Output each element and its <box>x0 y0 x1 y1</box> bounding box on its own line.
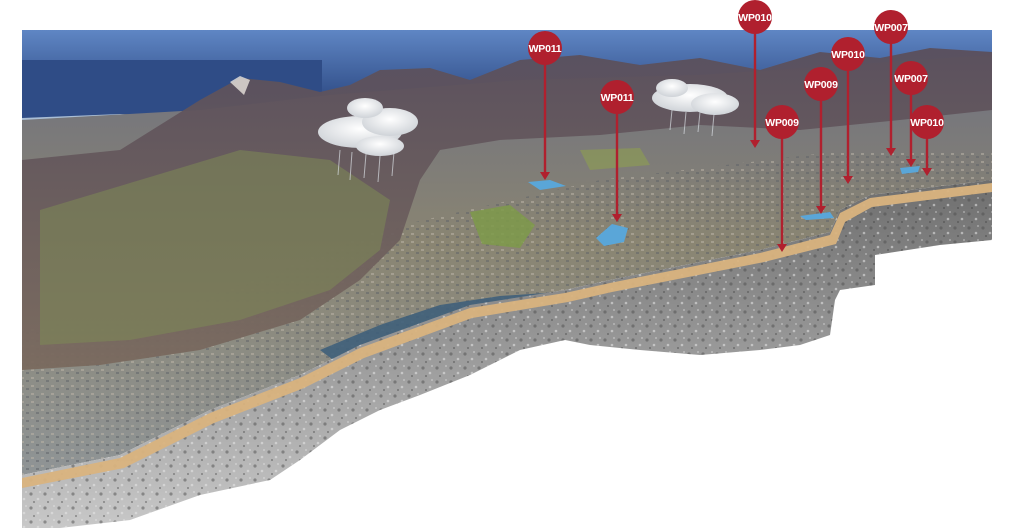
marker-label: WP009 <box>765 117 799 129</box>
waypoint-marker: WP011 <box>600 80 634 222</box>
marker-label: WP010 <box>738 12 772 24</box>
marker-pin-head <box>528 31 562 65</box>
marker-arrowhead <box>777 244 787 252</box>
waypoint-marker: WP010 <box>910 105 944 176</box>
marker-arrowhead <box>843 176 853 184</box>
waypoint-marker: WP009 <box>765 105 799 252</box>
sand-soil-layer <box>22 183 992 488</box>
marker-pin-head <box>874 10 908 44</box>
marker-pin-head <box>765 105 799 139</box>
marker-pin-head <box>804 67 838 101</box>
water-body <box>900 166 920 174</box>
marker-label: WP007 <box>874 22 908 34</box>
green-field <box>470 205 535 248</box>
marker-arrowhead <box>816 206 826 214</box>
waypoint-marker: WP007 <box>894 61 928 167</box>
marker-label: WP007 <box>894 73 928 85</box>
marker-arrowhead <box>922 168 932 176</box>
marker-pin-head <box>600 80 634 114</box>
marker-label: WP011 <box>529 43 562 55</box>
marker-arrowhead <box>750 140 760 148</box>
marker-label: WP011 <box>601 92 634 104</box>
water-body <box>800 212 834 220</box>
rock-texture <box>22 180 992 528</box>
waypoint-marker: WP010 <box>831 37 865 184</box>
waypoint-marker: WP010 <box>738 0 772 148</box>
marker-arrowhead <box>906 159 916 167</box>
marker-pin-head <box>910 105 944 139</box>
marker-arrowhead <box>886 148 896 156</box>
city-texture <box>22 150 992 475</box>
waypoint-markers: WP011WP011WP010WP009WP009WP010WP007WP007… <box>528 0 944 252</box>
waypoint-marker: WP009 <box>804 67 838 214</box>
rain-cloud-right <box>652 79 739 137</box>
water-body <box>528 180 566 190</box>
marker-pin-head <box>738 0 772 34</box>
marker-label: WP010 <box>910 117 944 129</box>
rain-cloud-left <box>318 98 418 183</box>
marker-label: WP010 <box>831 49 865 61</box>
marker-label: WP009 <box>804 79 838 91</box>
marker-arrowhead <box>540 172 550 180</box>
mountain-slope-vegetation <box>40 150 390 345</box>
water-body <box>596 224 628 246</box>
waypoint-marker: WP007 <box>874 10 908 156</box>
mountain-peak-highlight <box>230 76 250 95</box>
marker-arrowhead <box>612 214 622 222</box>
marker-pin-head <box>831 37 865 71</box>
marker-pin-head <box>894 61 928 95</box>
green-field <box>580 148 650 170</box>
waypoint-marker: WP011 <box>528 31 562 180</box>
